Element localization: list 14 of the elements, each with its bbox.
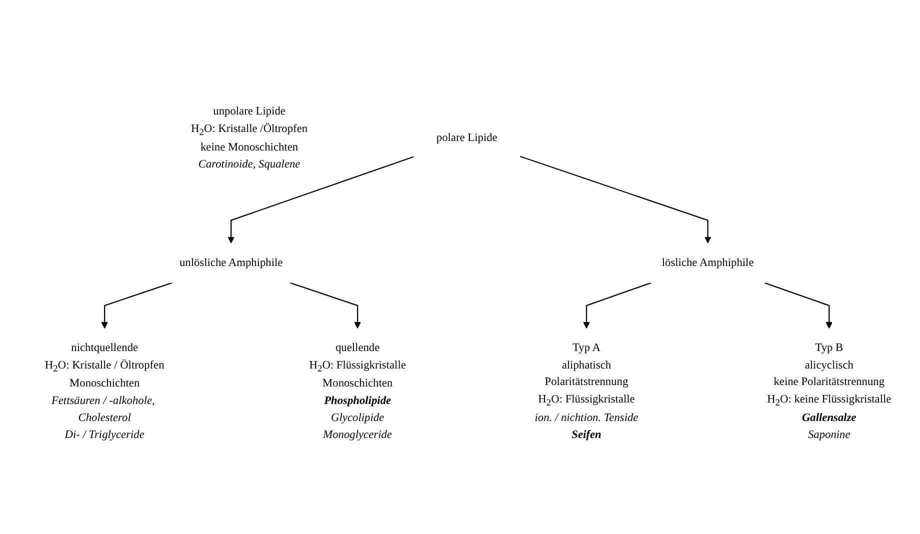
node-text: unlösliche Amphiphile [179, 256, 283, 269]
node-text: nichtquellende H$_{2}$O: Kristalle / Öltropfen Monoschichten Fettsäuren / -alkohole, Cholesterol Di- / Triglyceride [44, 342, 164, 442]
node-text: Typ A aliphatisch Polaritätstrennung H$_{2}$O: Flüssigkristalle ion. / nichtion. Tenside Seifen [534, 342, 638, 442]
arrow [764, 282, 832, 329]
arrow [101, 282, 172, 329]
node-text: quellende H$_{2}$O: Flüssigkristalle Monoschichten Phospholipide Glycolipide Monoglyceride [309, 342, 406, 442]
node-text: Typ B alicyclisch keine Polaritätstrennung H$_{2}$O: keine Flüssigkristalle Gallensalze Saponine [767, 342, 892, 442]
arrow [290, 282, 361, 329]
node-text: unpolare Lipide H$_{2}$O: Kristalle /Öltropfen keine Monoschichten Carotinoide, Squalene [191, 106, 308, 171]
node-text: polare Lipide [436, 132, 498, 144]
node-text: lösliche Amphiphile [662, 256, 754, 269]
arrow [228, 156, 414, 244]
arrow [520, 156, 712, 244]
arrow [583, 282, 652, 329]
